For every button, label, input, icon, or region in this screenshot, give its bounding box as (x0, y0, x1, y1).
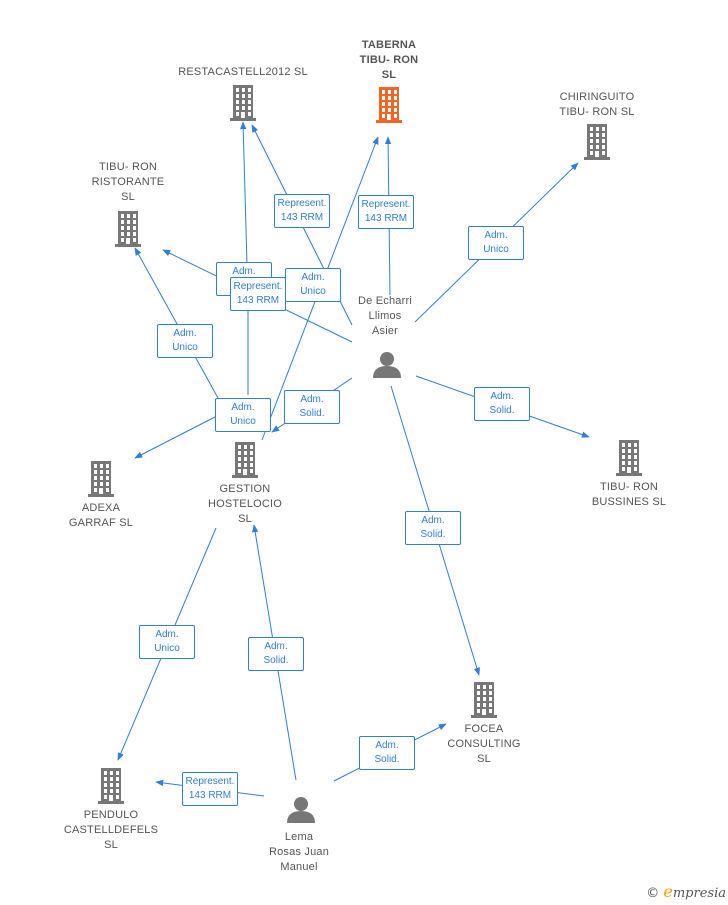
node-label-taberna[interactable]: TABERNA TIBU- RON SL (304, 38, 474, 83)
edge-label-line: Represent. (277, 198, 327, 209)
building-icon[interactable] (616, 440, 642, 476)
edge-label-line: Unico (172, 342, 198, 353)
edge-label-line: Adm. (421, 515, 445, 526)
node-label-line: FOCEA (464, 723, 504, 735)
edge-label-e7[interactable]: Adm. Unico (157, 324, 213, 358)
node-label-line: SL (477, 753, 491, 765)
node-label-line: TABERNA (361, 39, 417, 51)
edge-label-line: Solid. (299, 408, 325, 419)
edge-label-line: Unico (230, 416, 256, 427)
building-icon[interactable] (98, 768, 124, 804)
node-label-chiringuito[interactable]: CHIRINGUITO TIBU- RON SL (512, 90, 682, 120)
edge-label-e13[interactable]: Adm. Solid. (248, 637, 304, 671)
edge-label-line: 143 RRM (280, 212, 324, 223)
edge-label-line: Unico (300, 286, 326, 297)
building-icon[interactable] (232, 442, 258, 478)
edge-label-line: 143 RRM (236, 295, 280, 306)
building-icon[interactable] (584, 124, 610, 160)
node-label-line: TIBU- RON (359, 54, 419, 66)
node-label-line: SL (238, 513, 252, 525)
node-label-line: SL (381, 69, 397, 81)
edge-label-line: Adm. (375, 740, 399, 751)
node-label-gestion[interactable]: GESTION HOSTELOCIO SL (160, 482, 330, 527)
node-label-line: ADEXA (81, 502, 121, 514)
node-label-line: Asier (371, 325, 399, 337)
edge-label-line: Adm. (232, 266, 256, 277)
node-label-line: TIBU- RON (599, 481, 659, 493)
node-label-adexa[interactable]: ADEXA GARRAF SL (16, 501, 186, 531)
node-label-line: Lema (284, 831, 314, 843)
edge-label-line: Represent. (233, 281, 283, 292)
edge-label-e4[interactable]: Adm. Unico (285, 268, 341, 302)
edge-label-e9[interactable]: Adm. Solid. (284, 390, 340, 424)
edge-label-line: Represent. (185, 776, 235, 787)
node-label-line: TIBU- RON SL (559, 106, 635, 118)
node-label-pendulo[interactable]: PENDULO CASTELLDEFELS SL (26, 808, 196, 853)
edge-label-line: 143 RRM (364, 213, 408, 224)
edge-line-e6 (240, 121, 249, 395)
edge-label-line: Solid. (420, 529, 446, 540)
building-icon[interactable] (115, 211, 141, 247)
edge-label-e3[interactable]: Adm. Unico (468, 226, 524, 260)
node-label-restacastell[interactable]: RESTACASTELL2012 SL (158, 65, 328, 80)
edge-label-line: Adm. (490, 391, 514, 402)
node-label-line: GESTION (219, 483, 271, 495)
node-icons (88, 85, 642, 823)
edge-label-line: 143 RRM (188, 790, 232, 801)
node-label-bussines[interactable]: TIBU- RON BUSSINES SL (544, 480, 714, 510)
node-label-line: Manuel (280, 861, 318, 873)
node-label-line: Llimos (368, 310, 402, 322)
node-label-line: HOSTELOCIO (207, 498, 283, 510)
node-label-line: De Echarri (358, 295, 412, 307)
node-label-line: TIBU- RON (98, 161, 158, 173)
edge-label-e12[interactable]: Adm. Unico (139, 625, 195, 659)
node-label-line: SL (104, 839, 118, 851)
edge-label-e14[interactable]: Represent. 143 RRM (182, 772, 238, 806)
edge-label-line: Solid. (489, 405, 515, 416)
node-label-focea[interactable]: FOCEA CONSULTING SL (399, 722, 569, 767)
building-icon[interactable] (88, 461, 114, 497)
node-label-line: RISTORANTE (91, 176, 165, 188)
node-label-line: BUSSINES SL (591, 496, 667, 508)
edge-label-line: Adm. (264, 641, 288, 652)
node-label-line: RESTACASTELL2012 SL (178, 66, 308, 78)
edge-lines (117, 121, 590, 797)
person-icon[interactable] (373, 352, 401, 378)
edge-label-e6[interactable]: Represent. 143 RRM (230, 277, 286, 311)
edge-label-line: Adm. (484, 230, 508, 241)
edge-label-line: Solid. (263, 655, 289, 666)
building-icon[interactable] (230, 85, 256, 121)
edge-label-line: Unico (483, 244, 509, 255)
empresia-watermark[interactable]: © empresia (646, 882, 726, 901)
edge-label-line: Adm. (301, 272, 325, 283)
node-label-line: GARRAF SL (68, 517, 134, 529)
building-icon[interactable] (471, 682, 497, 718)
node-label-line: Rosas Juan (268, 846, 330, 858)
person-icon[interactable] (287, 797, 315, 823)
edge-label-line: Represent. (361, 199, 411, 210)
node-label-line: CHIRINGUITO (559, 91, 635, 103)
node-label-line: SL (121, 191, 135, 203)
edge-label-e15[interactable]: Adm. Solid. (359, 736, 415, 770)
node-label-line: CONSULTING (447, 738, 521, 750)
building-icon[interactable] (376, 87, 402, 123)
edge-label-line: Adm. (300, 394, 324, 405)
edge-label-e10[interactable]: Adm. Solid. (474, 387, 530, 421)
node-label-ristorante[interactable]: TIBU- RON RISTORANTE SL (43, 160, 213, 205)
edge-label-e1[interactable]: Represent. 143 RRM (274, 194, 330, 228)
edge-label-e8[interactable]: Adm. Unico (215, 398, 271, 432)
edge-line-e7 (134, 247, 219, 399)
node-label-line: PENDULO (83, 809, 139, 821)
edge-label-e2[interactable]: Represent. 143 RRM (358, 195, 414, 229)
edge-label-line: Unico (154, 643, 180, 654)
edge-label-line: Adm. (173, 328, 197, 339)
edge-label-line: Adm. (231, 402, 255, 413)
edge-label-line: Solid. (374, 754, 400, 765)
edge-label-e11[interactable]: Adm. Solid. (405, 511, 461, 545)
node-label-line: CASTELLDEFELS (63, 824, 159, 836)
edge-label-line: Adm. (155, 629, 179, 640)
